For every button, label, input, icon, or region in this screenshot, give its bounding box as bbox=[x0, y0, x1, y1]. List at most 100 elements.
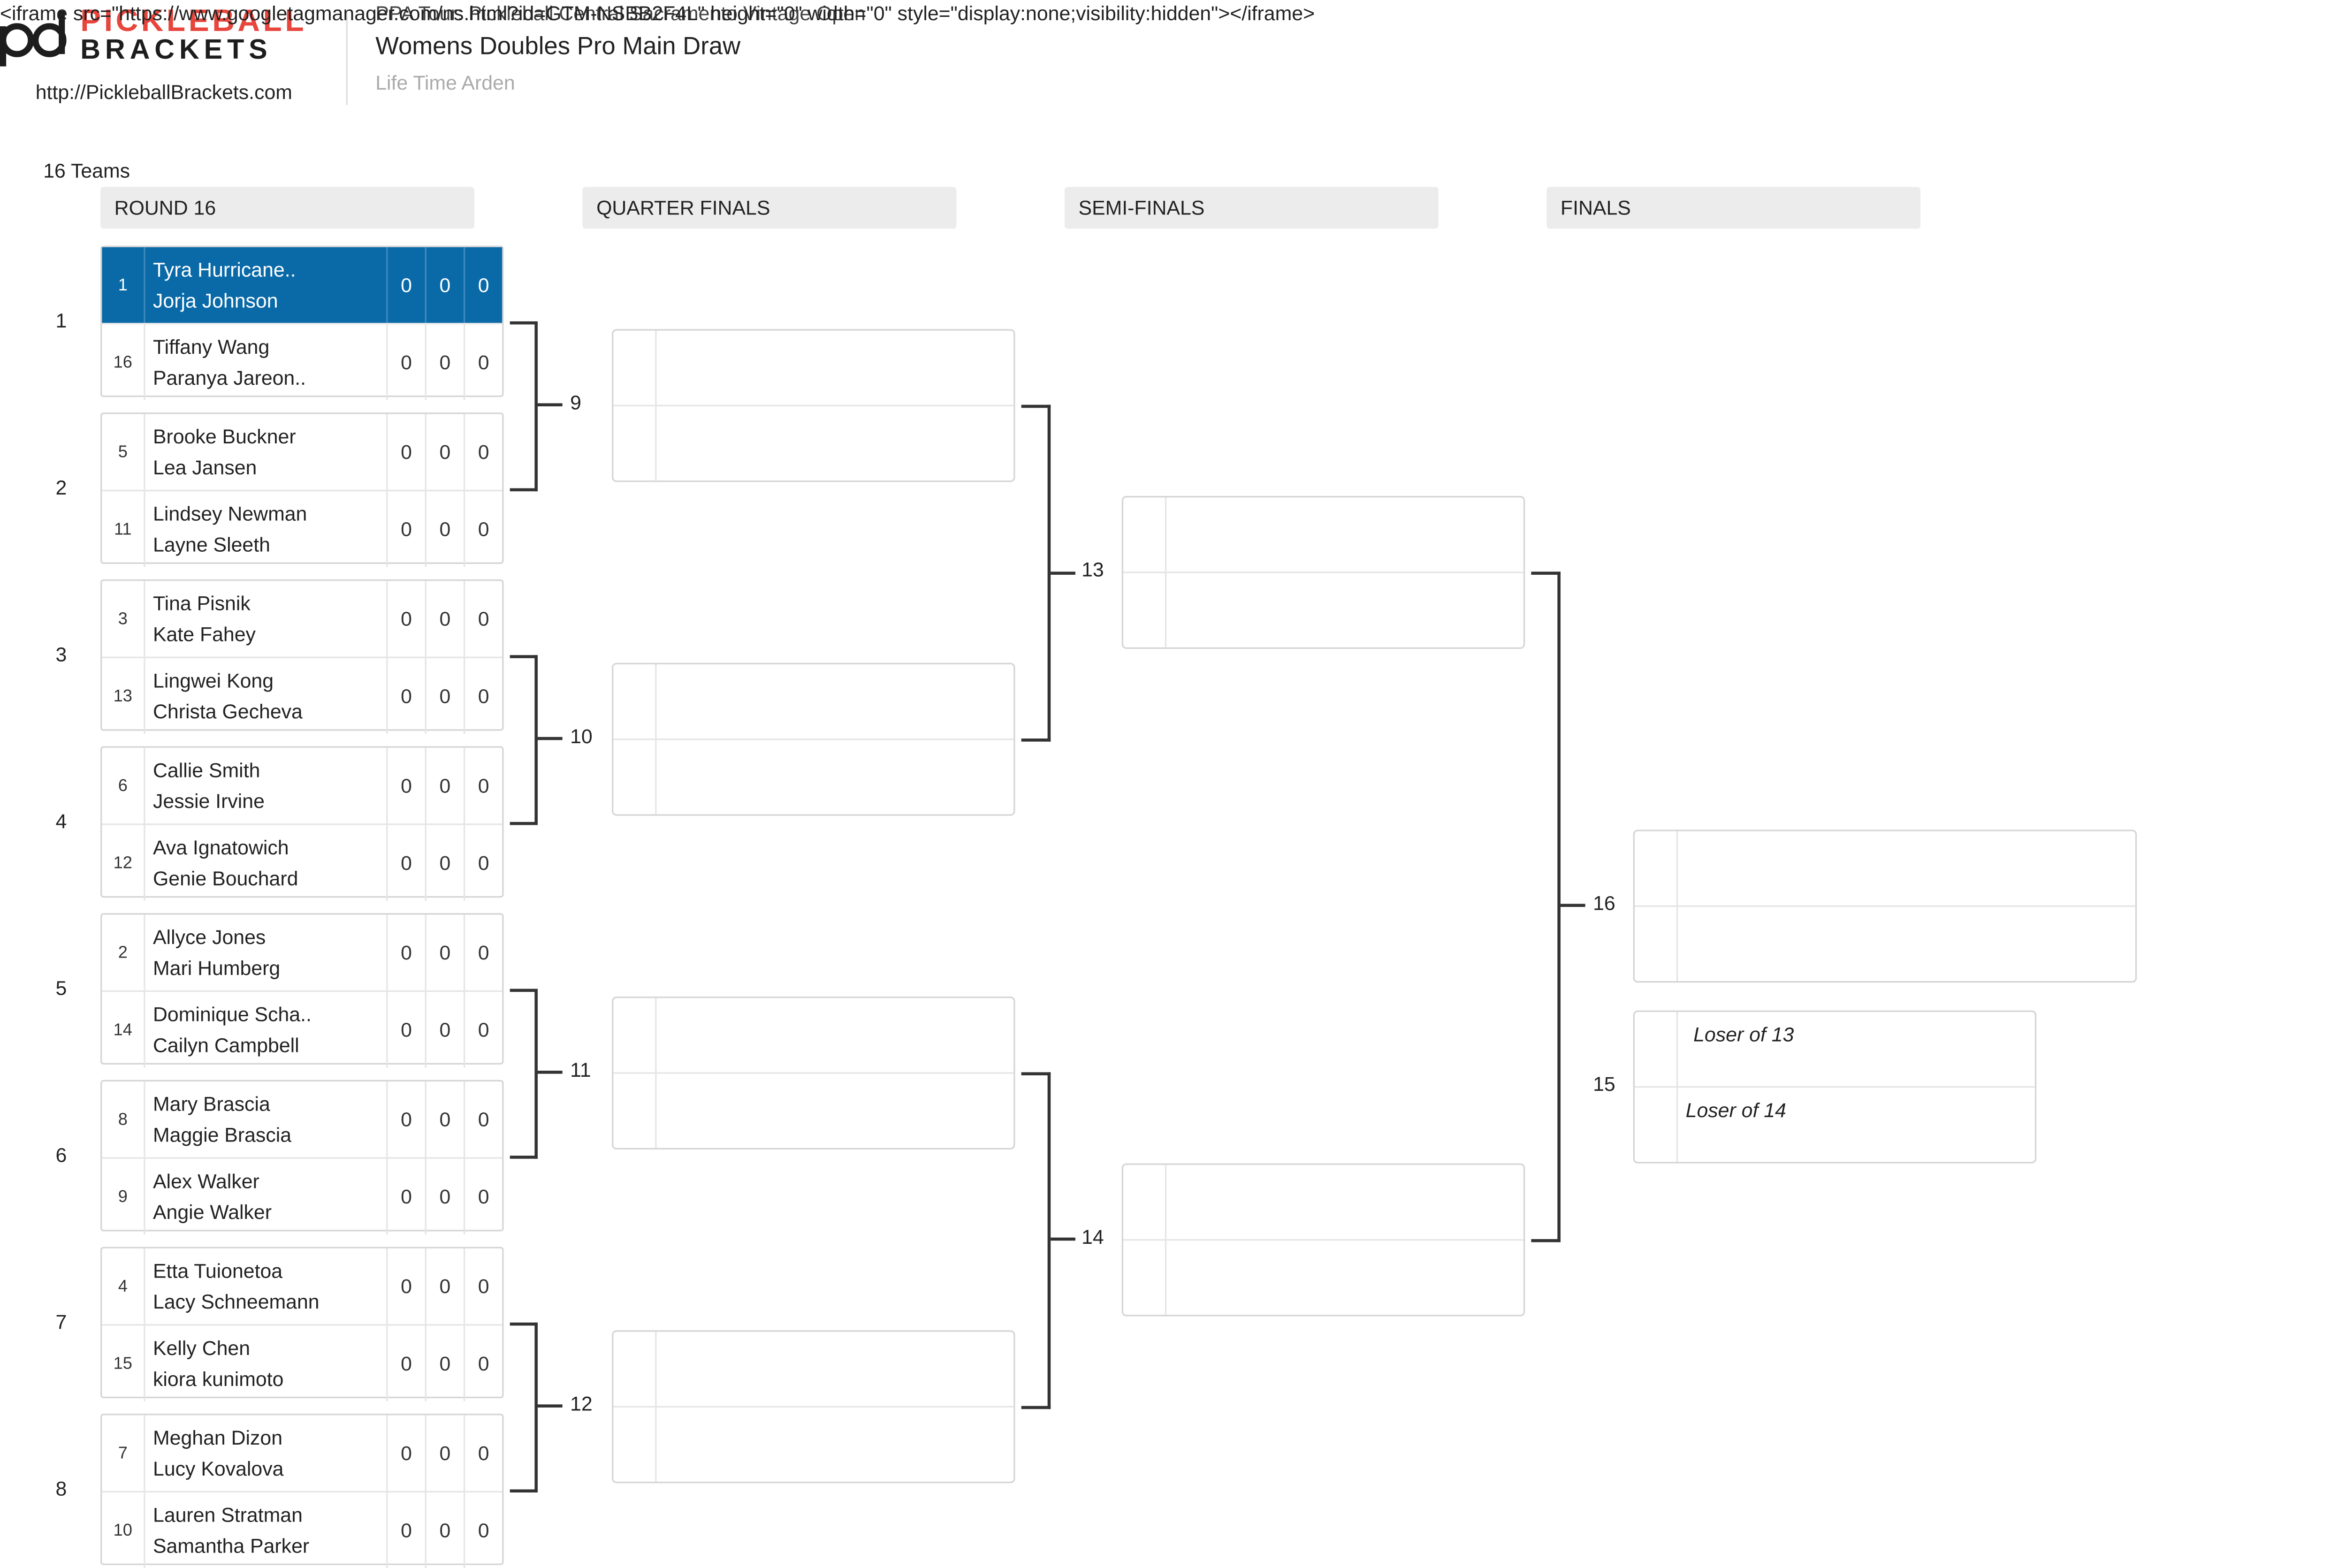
player-name[interactable]: Meghan Dizon bbox=[153, 1426, 283, 1449]
round-header-semifinals: SEMI-FINALS bbox=[1064, 187, 1439, 229]
bracket-connector-tick bbox=[537, 1071, 563, 1074]
player-name[interactable]: Alex Walker bbox=[153, 1169, 259, 1193]
game-score: 0 bbox=[386, 992, 425, 1068]
team-seed: 6 bbox=[102, 747, 145, 824]
player-name[interactable]: Etta Tuionetoa bbox=[153, 1259, 283, 1283]
final-match-16[interactable] bbox=[1633, 830, 2137, 983]
player-name[interactable]: Callie Smith bbox=[153, 758, 260, 782]
game-score: 0 bbox=[463, 658, 502, 734]
player-name[interactable]: Lucy Kovalova bbox=[153, 1457, 284, 1480]
logo-word-brackets: BRACKETS bbox=[80, 34, 272, 65]
player-name[interactable]: Lauren Stratman bbox=[153, 1503, 303, 1527]
qf-match-10[interactable] bbox=[612, 662, 1015, 816]
player-name[interactable]: Tina Pisnik bbox=[153, 592, 251, 615]
team-seed: 1 bbox=[102, 247, 145, 323]
r16-match-number: 7 bbox=[55, 1310, 67, 1333]
r16-match-number: 8 bbox=[55, 1477, 67, 1500]
player-name[interactable]: Lingwei Kong bbox=[153, 669, 274, 693]
player-name[interactable]: Genie Bouchard bbox=[153, 867, 298, 890]
r16-match-number: 6 bbox=[55, 1143, 67, 1167]
pb-logo-icon[interactable] bbox=[0, 11, 68, 67]
player-name[interactable]: Tyra Hurricane.. bbox=[153, 258, 296, 282]
game-score: 0 bbox=[386, 1248, 425, 1324]
player-name[interactable]: Kelly Chen bbox=[153, 1336, 251, 1360]
player-name[interactable]: Allyce Jones bbox=[153, 925, 266, 949]
qf-match-11[interactable] bbox=[612, 996, 1015, 1149]
team-seed: 3 bbox=[102, 581, 145, 657]
team-seed: 4 bbox=[102, 1248, 145, 1324]
bracket-connector bbox=[1021, 404, 1051, 742]
game-score: 0 bbox=[386, 658, 425, 734]
team-seed: 12 bbox=[102, 825, 145, 901]
player-name[interactable]: Mary Brascia bbox=[153, 1092, 270, 1116]
sf-match-13[interactable] bbox=[1121, 496, 1525, 649]
player-name[interactable]: Ava Ignatowich bbox=[153, 836, 289, 859]
player-name[interactable]: Cailyn Campbell bbox=[153, 1034, 299, 1057]
qf-match-12[interactable] bbox=[612, 1330, 1015, 1484]
game-score: 0 bbox=[425, 1415, 464, 1491]
game-score: 0 bbox=[425, 1325, 464, 1401]
sf-match-14[interactable] bbox=[1121, 1163, 1525, 1317]
game-score: 0 bbox=[386, 825, 425, 901]
third-place-match-15[interactable]: Loser of 13 Loser of 14 bbox=[1633, 1010, 2037, 1164]
team-seed: 7 bbox=[102, 1415, 145, 1491]
player-name[interactable]: Layne Sleeth bbox=[153, 533, 270, 556]
player-name[interactable]: Paranya Jareon.. bbox=[153, 366, 306, 389]
r16-match-number: 5 bbox=[55, 976, 67, 1000]
player-name[interactable]: Mari Humberg bbox=[153, 956, 281, 980]
player-name[interactable]: Jessie Irvine bbox=[153, 789, 265, 813]
qf-match-label: 9 bbox=[570, 391, 581, 414]
player-name[interactable]: Tiffany Wang bbox=[153, 335, 270, 358]
game-score: 0 bbox=[425, 324, 464, 400]
player-name[interactable]: kiora kunimoto bbox=[153, 1367, 284, 1391]
player-name[interactable]: Angie Walker bbox=[153, 1200, 272, 1224]
player-name[interactable]: Brooke Buckner bbox=[153, 425, 296, 448]
game-score: 0 bbox=[386, 324, 425, 400]
bracket-connector-tick bbox=[537, 403, 563, 407]
player-name[interactable]: Jorja Johnson bbox=[153, 289, 278, 312]
player-name[interactable]: Maggie Brascia bbox=[153, 1123, 292, 1147]
game-score: 0 bbox=[463, 247, 502, 323]
player-name[interactable]: Samantha Parker bbox=[153, 1534, 310, 1558]
qf-match-9[interactable] bbox=[612, 329, 1015, 482]
site-url-link[interactable]: http://PickleballBrackets.com bbox=[35, 80, 292, 104]
game-score: 0 bbox=[425, 658, 464, 734]
player-name[interactable]: Christa Gecheva bbox=[153, 700, 303, 723]
player-name[interactable]: Kate Fahey bbox=[153, 623, 256, 646]
player-name[interactable]: Lea Jansen bbox=[153, 456, 257, 479]
player-name[interactable]: Lacy Schneemann bbox=[153, 1290, 320, 1314]
game-score: 0 bbox=[425, 1492, 464, 1568]
player-name[interactable]: Dominique Scha.. bbox=[153, 1003, 312, 1026]
game-score: 0 bbox=[463, 491, 502, 567]
player-name[interactable]: Lindsey Newman bbox=[153, 502, 307, 525]
game-score: 0 bbox=[463, 825, 502, 901]
